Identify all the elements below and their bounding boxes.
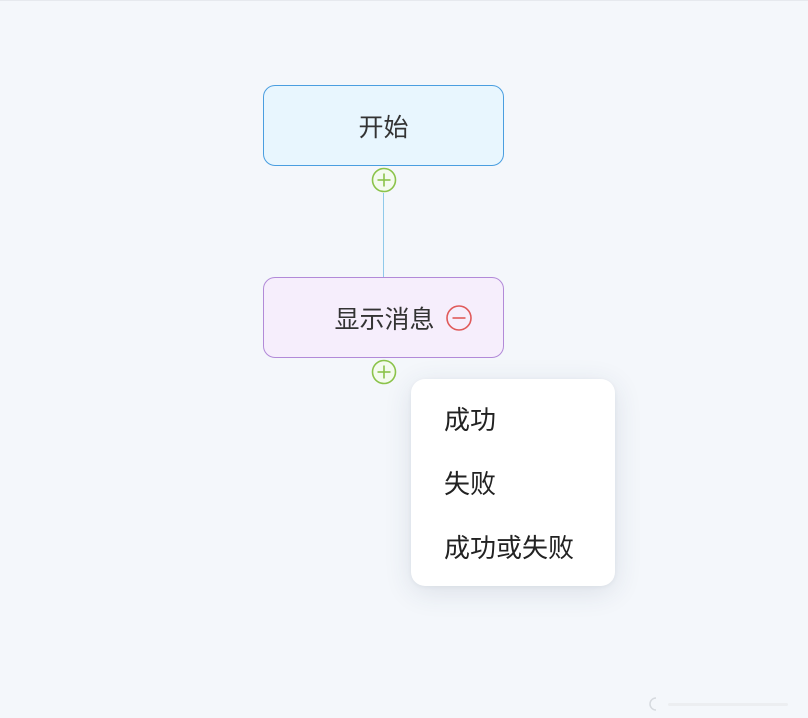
add-node-button[interactable]: [371, 167, 397, 193]
watermark: [648, 695, 798, 713]
connector-line: [383, 193, 384, 278]
node-start[interactable]: 开始: [263, 85, 504, 166]
node-start-label: 开始: [358, 112, 409, 142]
add-node-button[interactable]: [371, 359, 397, 385]
minus-circle-icon: [445, 304, 472, 331]
watermark-logo-icon: [649, 697, 788, 711]
plus-circle-icon: [371, 359, 397, 385]
menu-item-success[interactable]: 成功: [444, 406, 497, 436]
node-show-message[interactable]: 显示消息: [263, 277, 504, 358]
plus-circle-icon: [371, 167, 397, 193]
menu-item-failure[interactable]: 失败: [444, 470, 497, 500]
menu-item-success-or-failure[interactable]: 成功或失败: [444, 534, 575, 564]
branch-type-menu: 成功 失败 成功或失败: [411, 379, 615, 586]
node-show-message-label: 显示消息: [334, 304, 435, 334]
remove-node-button[interactable]: [445, 304, 473, 332]
